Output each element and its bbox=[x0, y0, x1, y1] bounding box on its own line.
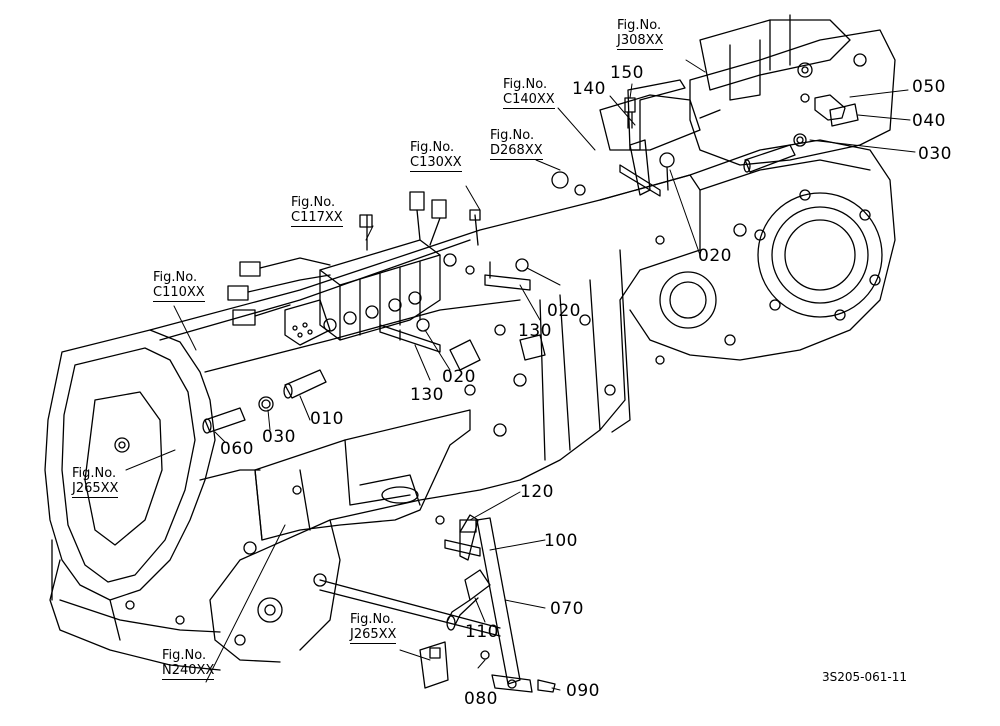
part-label-120: 120 bbox=[520, 482, 554, 502]
part-label-030-top: 030 bbox=[918, 144, 952, 164]
fig-ref-c110-caption: Fig.No. bbox=[153, 270, 198, 285]
part-label-020-left: 020 bbox=[442, 367, 476, 387]
fig-ref-c110: Fig.No. C110XX bbox=[153, 270, 205, 302]
part-label-030-bottom: 030 bbox=[262, 427, 296, 447]
fig-ref-j265-left: Fig.No. J265XX bbox=[72, 466, 119, 498]
fig-ref-j265-bottom-caption: Fig.No. bbox=[350, 612, 395, 627]
part-label-070: 070 bbox=[550, 599, 584, 619]
brackets-and-clamps bbox=[379, 79, 859, 353]
fig-ref-j308: Fig.No. J308XX bbox=[617, 18, 664, 50]
part-label-080: 080 bbox=[464, 689, 498, 709]
fig-ref-j308-number: J308XX bbox=[617, 33, 664, 50]
part-label-020-right: 020 bbox=[698, 246, 732, 266]
fig-ref-d268: Fig.No. D268XX bbox=[490, 128, 543, 160]
part-label-020-mid: 020 bbox=[547, 301, 581, 321]
fig-ref-c130-number: C130XX bbox=[410, 155, 462, 172]
part-label-130-mid: 130 bbox=[518, 321, 552, 341]
fig-ref-c130: Fig.No. C130XX bbox=[410, 140, 462, 172]
fig-ref-j265-bottom: Fig.No. J265XX bbox=[350, 612, 397, 644]
leader-lines bbox=[125, 59, 916, 691]
fig-ref-c140-number: C140XX bbox=[503, 92, 555, 109]
fig-ref-d268-caption: Fig.No. bbox=[490, 128, 535, 143]
part-label-090: 090 bbox=[566, 681, 600, 701]
part-label-150: 150 bbox=[610, 63, 644, 83]
fig-ref-c117-caption: Fig.No. bbox=[291, 195, 336, 210]
fig-ref-n240: Fig.No. N240XX bbox=[162, 648, 215, 680]
fig-ref-c117: Fig.No. C117XX bbox=[291, 195, 343, 227]
fig-ref-j265-left-number: J265XX bbox=[72, 481, 119, 498]
part-label-010: 010 bbox=[310, 409, 344, 429]
fig-ref-n240-caption: Fig.No. bbox=[162, 648, 207, 663]
part-label-040: 040 bbox=[912, 111, 946, 131]
fig-ref-c117-number: C117XX bbox=[291, 210, 343, 227]
fig-ref-c140: Fig.No. C140XX bbox=[503, 77, 555, 109]
upper-engine-block bbox=[599, 14, 896, 166]
part-label-050: 050 bbox=[912, 77, 946, 97]
transmission-housing bbox=[44, 139, 896, 671]
part-label-140: 140 bbox=[572, 79, 606, 99]
part-label-130-left: 130 bbox=[410, 385, 444, 405]
fig-ref-j265-left-caption: Fig.No. bbox=[72, 466, 117, 481]
lever-assembly bbox=[319, 514, 556, 693]
fig-ref-d268-number: D268XX bbox=[490, 143, 543, 160]
front-frame-bracket bbox=[254, 409, 471, 541]
fig-ref-c130-caption: Fig.No. bbox=[410, 140, 455, 155]
fig-ref-j308-caption: Fig.No. bbox=[617, 18, 662, 33]
part-label-100: 100 bbox=[544, 531, 578, 551]
part-label-110: 110 bbox=[465, 622, 499, 642]
part-label-060: 060 bbox=[220, 439, 254, 459]
fig-ref-j265-bottom-number: J265XX bbox=[350, 627, 397, 644]
fig-ref-n240-number: N240XX bbox=[162, 663, 215, 680]
fig-ref-c110-number: C110XX bbox=[153, 285, 205, 302]
control-valve-assembly bbox=[202, 191, 481, 434]
figure-code: 3S205-061-11 bbox=[822, 670, 907, 684]
fig-ref-c140-caption: Fig.No. bbox=[503, 77, 548, 92]
